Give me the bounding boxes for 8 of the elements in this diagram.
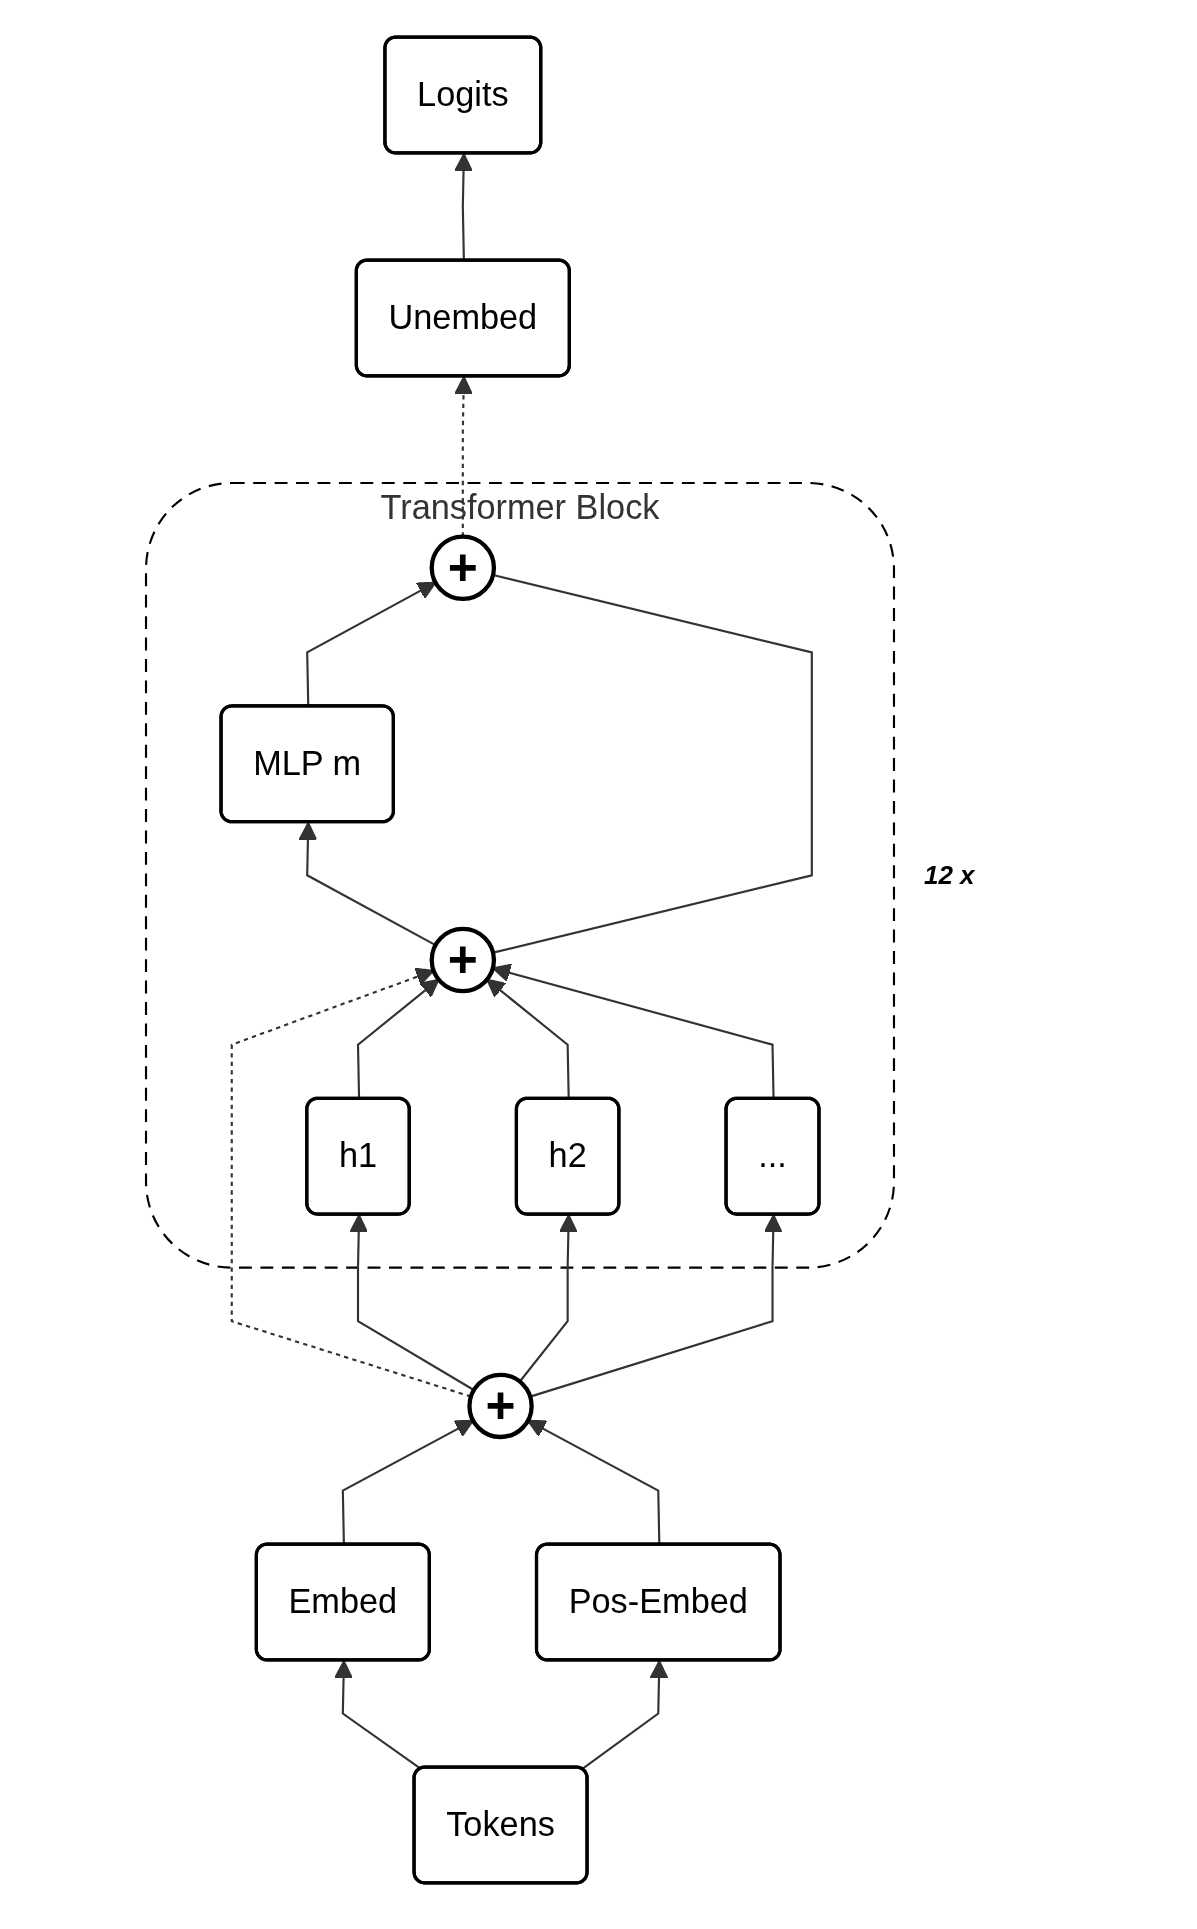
node-circle: + xyxy=(429,926,497,994)
node-circle: + xyxy=(429,534,497,601)
arrow xyxy=(349,1214,475,1391)
arrow xyxy=(581,1660,669,1771)
arrow xyxy=(334,1660,422,1771)
node-circle: + xyxy=(467,1372,534,1440)
repeat-count: 12 x xyxy=(923,860,975,892)
arrow xyxy=(519,1214,578,1383)
